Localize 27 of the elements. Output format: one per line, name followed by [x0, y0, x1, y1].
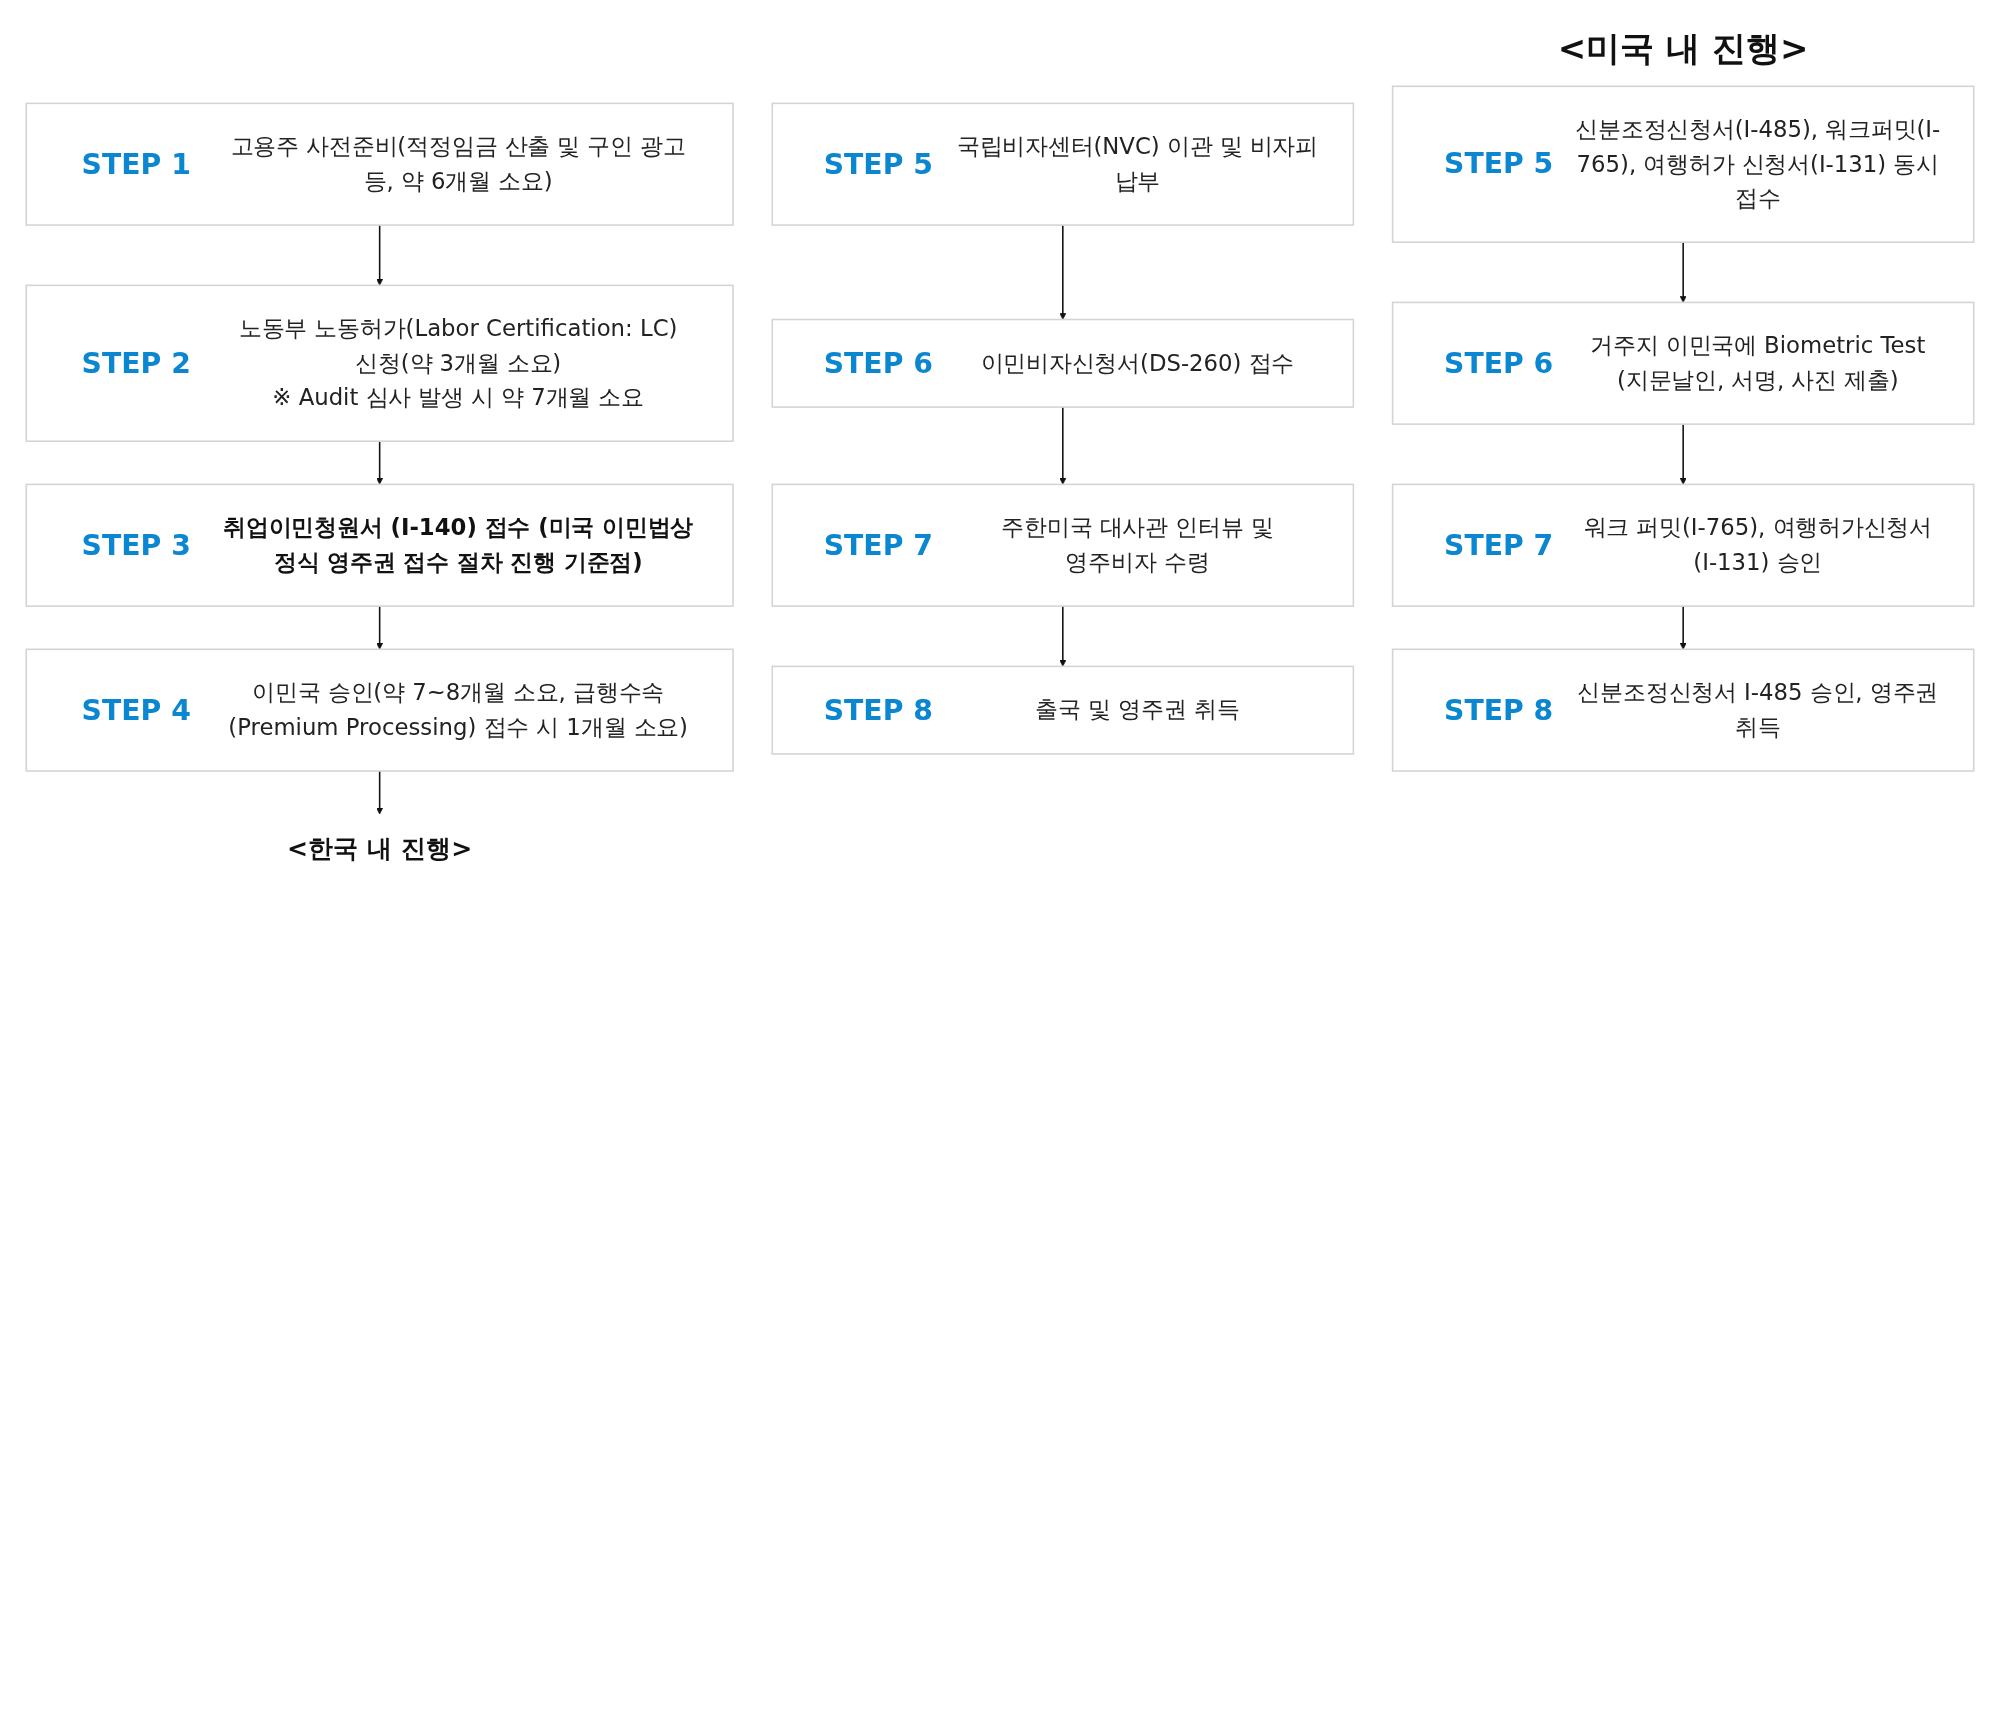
step-description: 노동부 노동허가(Labor Certification: LC) 신청(약 3개월 소요) [237, 314, 679, 379]
step-description: 거주지 이민국에 Biometric Test (지문날인, 서명, 사진 제출) [1589, 331, 1927, 396]
step-number: STEP 5 [1443, 146, 1555, 182]
step-description: 워크 퍼밋(I-765), 여행허가신청서(I-131) 승인 [1582, 513, 1933, 578]
step-description: 이민비자신청서(DS-260) 접수 [979, 348, 1296, 379]
step-description: 신분조정신청서(I-485), 워크퍼밋(I-765), 여행허가 신청서(I-131) 동시 접수 [1574, 115, 1942, 214]
step-description: 이민국 승인(약 7~8개월 소요, 급행수속(Premium Processing) 접수 시 1개월 소요) [227, 678, 689, 742]
step-number: STEP 7 [822, 527, 934, 563]
section-heading: <미국 내 진행> [1557, 27, 1809, 71]
step-description: 출국 및 영주권 취득 [1034, 695, 1241, 725]
step-number: STEP 6 [1443, 345, 1555, 381]
step-description: 신분조정신청서 I-485 승인, 영주권 취득 [1576, 678, 1940, 742]
step-number: STEP 5 [822, 146, 934, 182]
step-number: STEP 6 [822, 345, 934, 381]
step-number: STEP 2 [80, 345, 192, 381]
step-description: 국립비자센터(NVC) 이관 및 비자피 납부 [955, 132, 1320, 197]
step-description: ※ Audit 심사 발생 시 약 7개월 소요 [271, 382, 645, 413]
step-number: STEP 8 [822, 692, 934, 728]
step-number: STEP 4 [80, 692, 192, 728]
step-number: STEP 3 [80, 527, 192, 563]
step-number: STEP 1 [80, 146, 192, 182]
section-heading: <한국 내 진행> [287, 832, 473, 866]
step-number: STEP 8 [1443, 692, 1555, 728]
step-description: 주한미국 대사관 인터뷰 및 영주비자 수령 [1000, 513, 1275, 578]
step-description: 고용주 사전준비(적정임금 산출 및 구인 광고 등, 약 6개월 소요) [229, 132, 687, 197]
step-number: STEP 7 [1443, 527, 1555, 563]
step-description: 취업이민청원서 (I-140) 접수 (미국 이민법상 정식 영주권 접수 절차 진행 기준점) [222, 513, 695, 578]
